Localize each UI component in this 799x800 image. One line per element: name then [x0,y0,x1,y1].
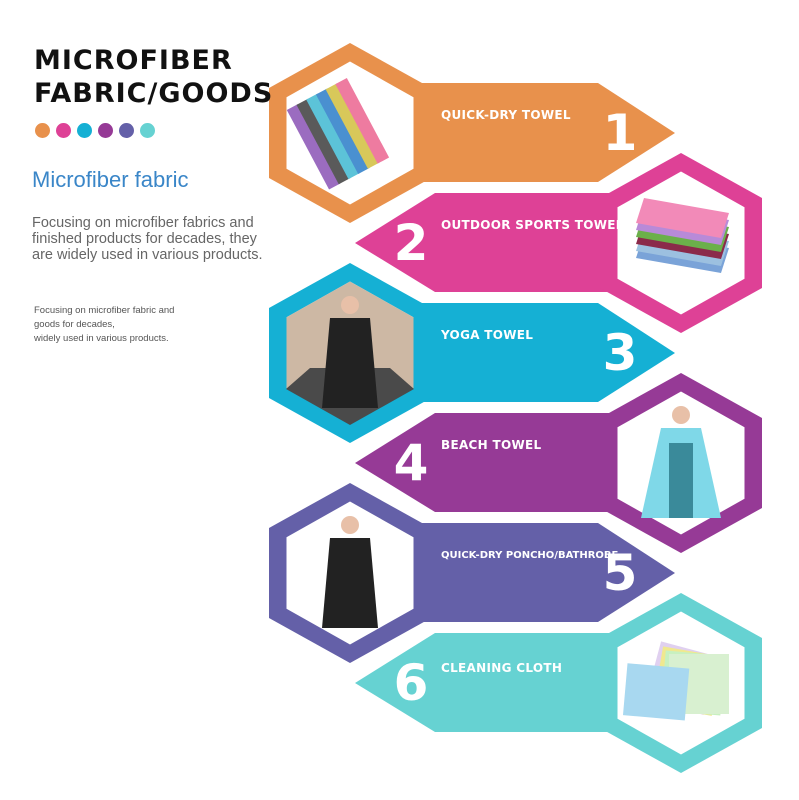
color-dot [56,123,71,138]
beach-towel-woman-image [641,406,721,518]
item-number-3: 3 [602,324,638,382]
color-dot [77,123,92,138]
item-label-1: QUICK-DRY TOWEL [441,108,571,122]
item-number-1: 1 [602,104,638,162]
description-small-line: goods for decades, [34,319,115,330]
color-dot [119,123,134,138]
color-dot [140,123,155,138]
item-number-6: 6 [393,654,429,712]
folded-towel-stack-image [636,198,729,273]
item-label-3: YOGA TOWEL [441,328,534,342]
item-label-2: OUTDOOR SPORTS TOWEL [441,218,624,232]
item-number-5: 5 [602,544,638,602]
item-label-5: QUICK-DRY PONCHO/BATHROBE [441,550,619,561]
yoga-woman-image [286,281,414,425]
subtitle: Microfiber fabric [32,167,189,192]
description-small-line: widely used in various products. [34,333,169,344]
item-number-4: 4 [393,434,429,492]
color-dot [98,123,113,138]
page-title: MICROFIBER FABRIC/GOODS [34,44,273,110]
color-dot [35,123,50,138]
item-banner-1 [400,83,675,182]
item-label-6: CLEANING CLOTH [441,661,563,675]
item-banner-6 [355,633,640,732]
item-banner-5 [400,523,675,622]
title-line-1: MICROFIBER [34,45,233,76]
cleaning-cloths-image [622,641,729,721]
description-small-line: Focusing on microfiber fabric and [34,305,175,316]
item-banner-3 [400,303,675,402]
item-number-2: 2 [393,214,429,272]
item-banner-2 [355,193,640,292]
title-line-2: FABRIC/GOODS [34,78,274,109]
item-banner-4 [355,413,640,512]
description-small: Focusing on microfiber fabric and goods … [34,304,214,346]
rolled-towels-image [286,78,390,190]
poncho-woman-image [322,516,378,628]
description: Focusing on microfiber fabrics and finis… [32,215,263,263]
item-label-4: BEACH TOWEL [441,438,542,452]
color-dots [35,123,155,138]
